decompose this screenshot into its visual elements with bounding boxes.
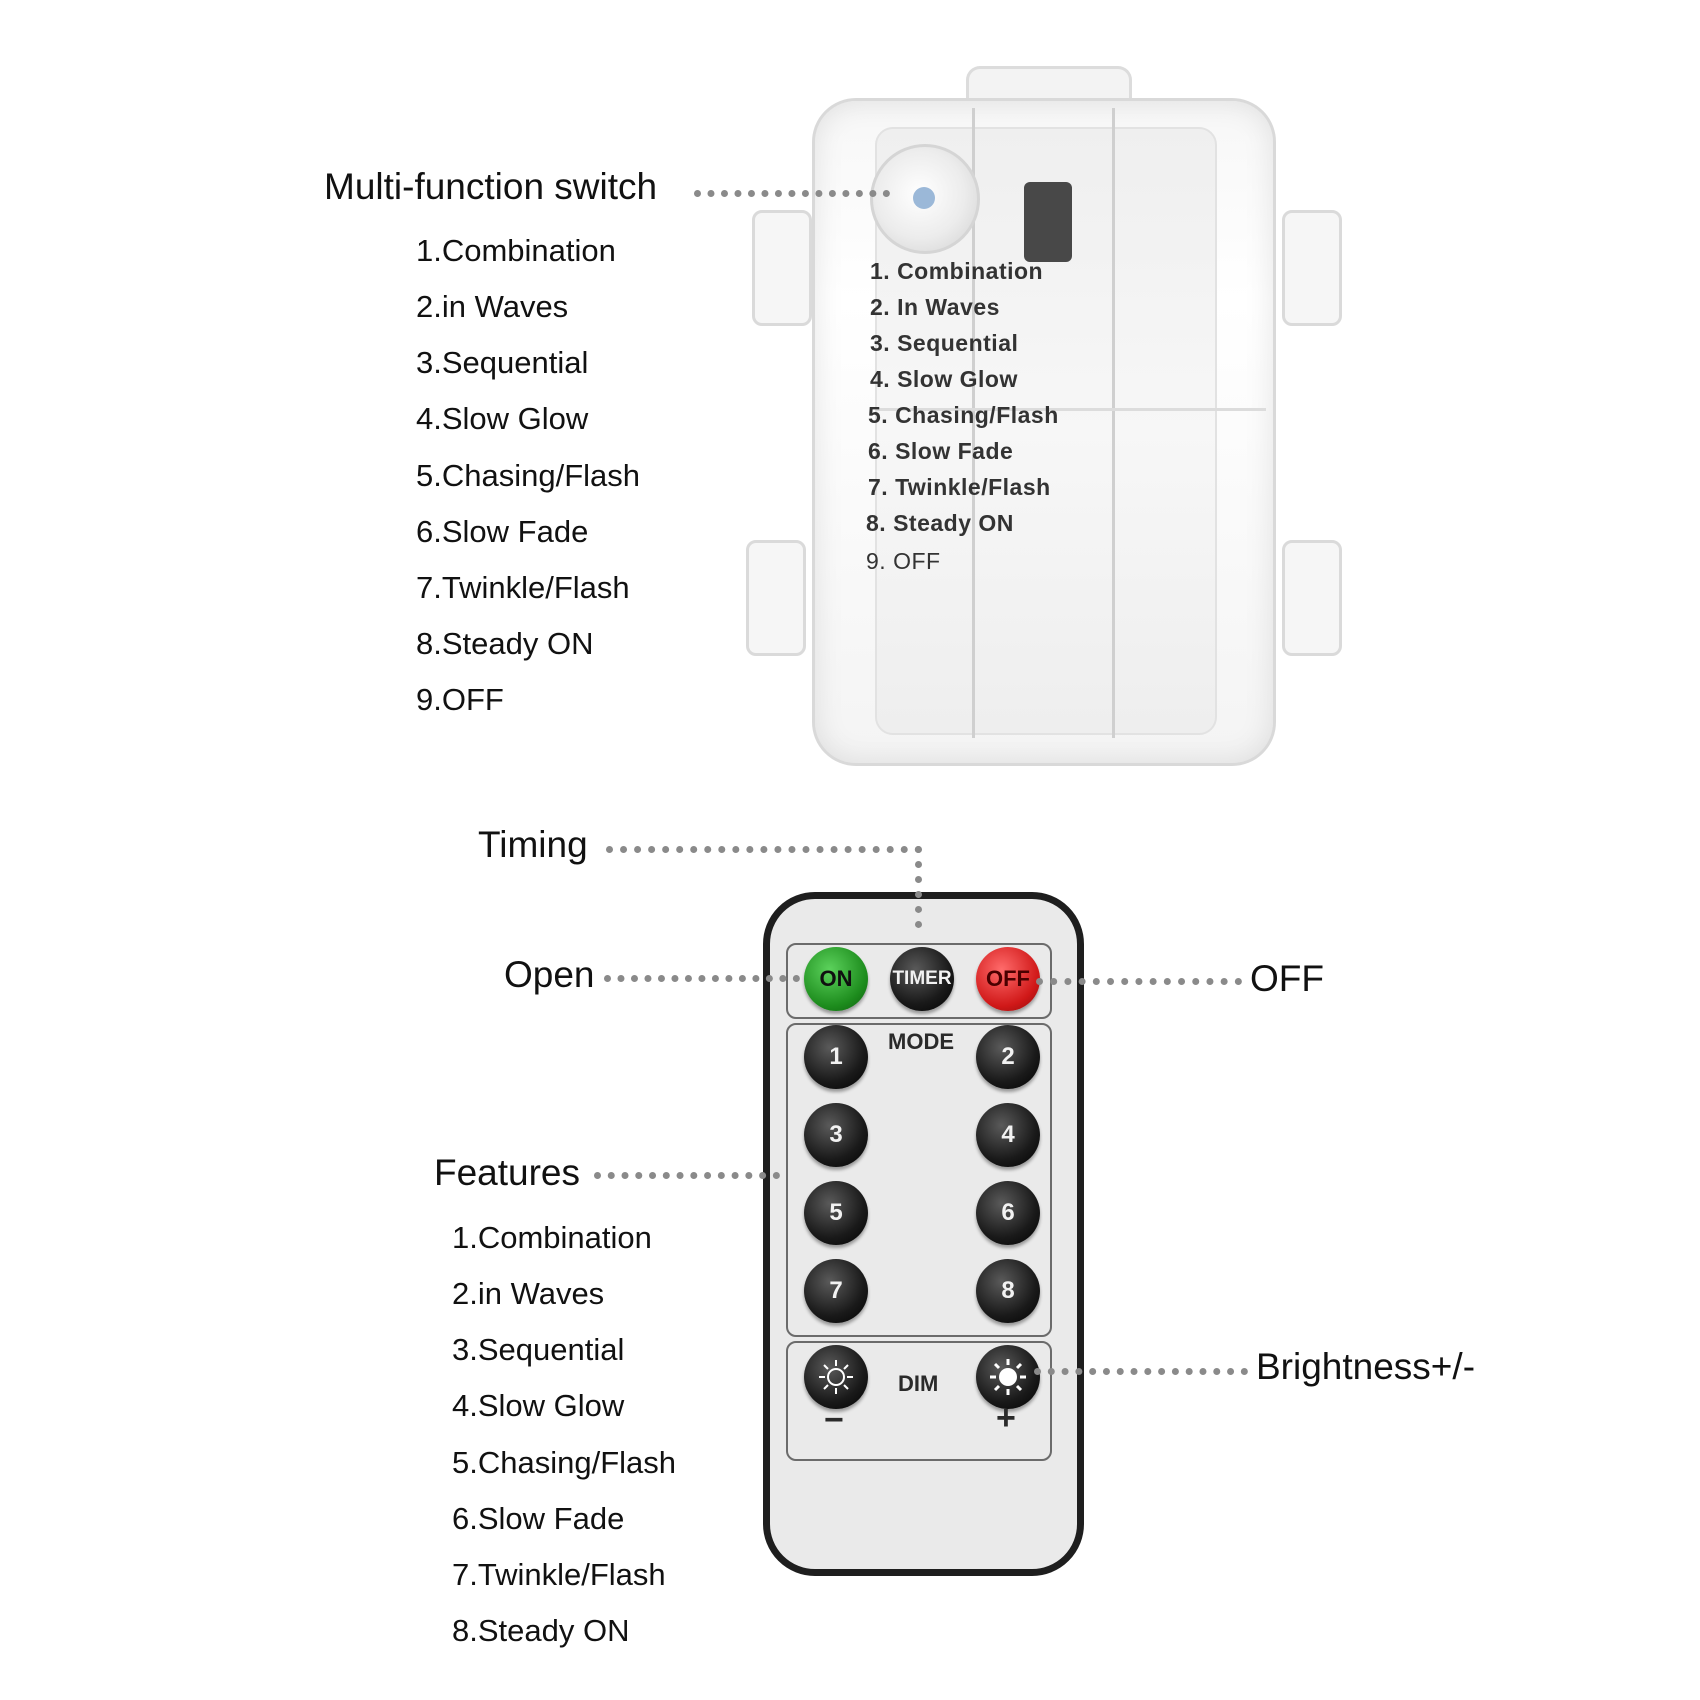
- features-item: 2.in Waves: [452, 1276, 605, 1311]
- mode-8-button[interactable]: 8: [976, 1259, 1040, 1323]
- switch-title: Multi-function switch: [324, 166, 658, 207]
- box-print-line: 1. Combination: [870, 258, 1044, 284]
- off-leader-dots: [1036, 978, 1242, 985]
- switch-item: 3.Sequential: [416, 345, 589, 380]
- features-item: 3.Sequential: [452, 1332, 625, 1367]
- timer-button[interactable]: TIMER: [890, 947, 954, 1011]
- switch-item: 2.in Waves: [416, 289, 569, 324]
- on-button[interactable]: ON: [804, 947, 868, 1011]
- multi-function-switch-button[interactable]: [870, 144, 980, 254]
- features-item: 8.Steady ON: [452, 1613, 630, 1648]
- off-button[interactable]: OFF: [976, 947, 1040, 1011]
- timing-leader-dots: [606, 846, 922, 853]
- remote-control: ON TIMER OFF MODE 1 2 3 4 5 6 7 8: [763, 892, 1084, 1576]
- features-item: 1.Combination: [452, 1220, 652, 1255]
- switch-item: 1.Combination: [416, 233, 616, 268]
- box-print-line: 7. Twinkle/Flash: [868, 474, 1051, 500]
- mode-1-button[interactable]: 1: [804, 1025, 868, 1089]
- timing-label: Timing: [478, 824, 588, 865]
- box-print-line: 6. Slow Fade: [868, 438, 1014, 464]
- slide-switch: [1024, 182, 1072, 262]
- mode-6-button[interactable]: 6: [976, 1181, 1040, 1245]
- features-item: 5.Chasing/Flash: [452, 1445, 677, 1480]
- box-print-line: 3. Sequential: [870, 330, 1019, 356]
- switch-item: 7.Twinkle/Flash: [416, 570, 630, 605]
- dim-minus-button[interactable]: [804, 1345, 868, 1409]
- box-print-line: 2. In Waves: [870, 294, 1000, 320]
- plus-sign: +: [996, 1399, 1016, 1437]
- mode-5-button[interactable]: 5: [804, 1181, 868, 1245]
- box-rib: [972, 108, 975, 738]
- open-label: Open: [504, 954, 595, 995]
- switch-leader-dots: [694, 190, 890, 197]
- sun-bright-icon: [990, 1359, 1026, 1395]
- open-leader-dots: [604, 975, 800, 982]
- mode-4-button[interactable]: 4: [976, 1103, 1040, 1167]
- mode-3-button[interactable]: 3: [804, 1103, 868, 1167]
- mode-label: MODE: [888, 1029, 954, 1054]
- brightness-leader-dots: [1034, 1368, 1248, 1375]
- box-print-line: 9. OFF: [866, 548, 941, 574]
- features-leader-dots: [594, 1172, 780, 1179]
- box-right-clip-bottom: [1282, 540, 1342, 656]
- box-rib: [1112, 108, 1115, 738]
- mode-7-button[interactable]: 7: [804, 1259, 868, 1323]
- dim-plus-button[interactable]: [976, 1345, 1040, 1409]
- switch-item: 9.OFF: [416, 682, 504, 717]
- features-title: Features: [434, 1152, 581, 1193]
- mode-panel: [786, 1023, 1052, 1337]
- switch-item: 6.Slow Fade: [416, 514, 589, 549]
- sun-dim-icon: [819, 1360, 853, 1394]
- timing-leader-dots-vertical: [915, 846, 922, 928]
- minus-sign: −: [824, 1401, 844, 1439]
- switch-led-icon: [913, 187, 935, 209]
- mode-2-button[interactable]: 2: [976, 1025, 1040, 1089]
- switch-item: 4.Slow Glow: [416, 401, 589, 436]
- brightness-label: Brightness+/-: [1256, 1346, 1476, 1387]
- switch-item: 8.Steady ON: [416, 626, 594, 661]
- features-item: 7.Twinkle/Flash: [452, 1557, 666, 1592]
- box-print-line: 8. Steady ON: [866, 510, 1014, 536]
- box-left-clip-bottom: [746, 540, 806, 656]
- features-item: 6.Slow Fade: [452, 1501, 625, 1536]
- features-item: 4.Slow Glow: [452, 1388, 625, 1423]
- dim-panel: [786, 1341, 1052, 1461]
- box-rib: [876, 408, 1266, 411]
- off-label: OFF: [1250, 958, 1324, 999]
- dim-label: DIM: [898, 1371, 939, 1396]
- switch-item: 5.Chasing/Flash: [416, 458, 641, 493]
- box-print-line: 5. Chasing/Flash: [868, 402, 1059, 428]
- box-right-clip-top: [1282, 210, 1342, 326]
- box-left-clip-top: [752, 210, 812, 326]
- box-print-line: 4. Slow Glow: [870, 366, 1018, 392]
